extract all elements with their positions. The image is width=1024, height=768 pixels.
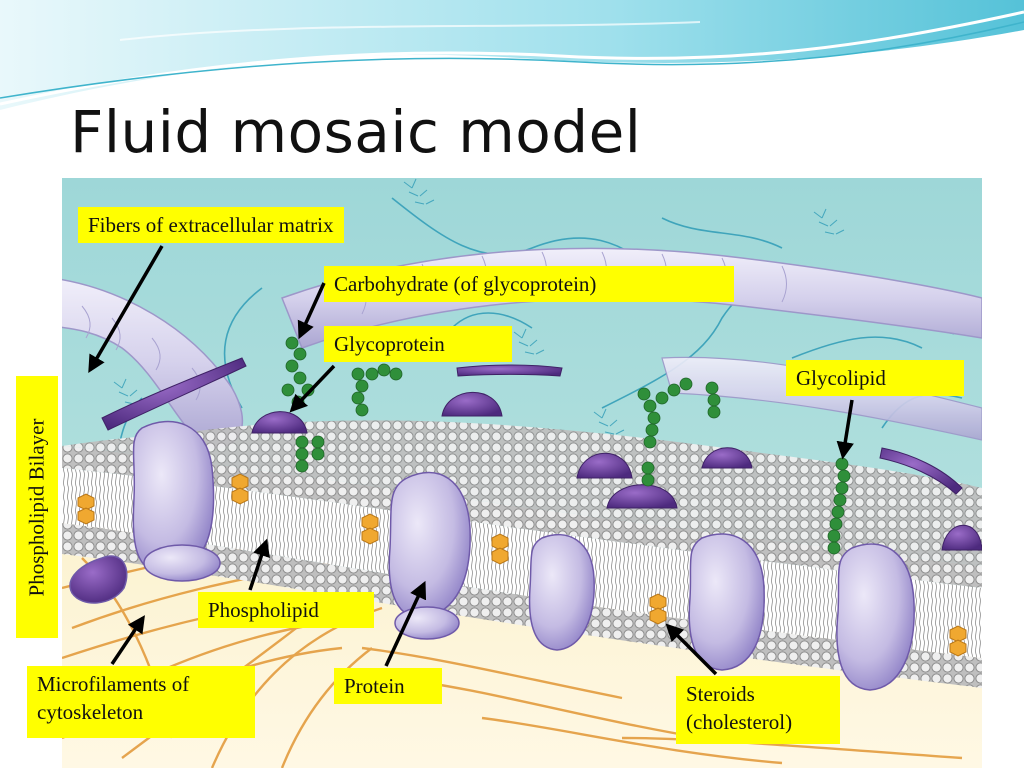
- label-phospholipid-bilayer: Phospholipid Bilayer: [16, 376, 58, 638]
- integral-proteins: [69, 420, 915, 691]
- label-phospholipid-bilayer-text: Phospholipid Bilayer: [24, 418, 49, 596]
- label-glycoprotein: Glycoprotein: [324, 326, 512, 363]
- label-glycolipid: Glycolipid: [786, 360, 964, 397]
- label-protein: Protein: [334, 668, 442, 705]
- label-fibers-ecm: Fibers of extracellular matrix: [78, 207, 344, 244]
- cholesterol-molecules: [77, 473, 967, 657]
- label-phospholipid: Phospholipid: [198, 592, 374, 629]
- label-microfilaments: Microfilaments of cytoskeleton: [27, 666, 255, 738]
- label-steroids: Steroids (cholesterol): [676, 676, 840, 744]
- label-carbohydrate: Carbohydrate (of glycoprotein): [324, 266, 734, 303]
- slide-title: Fluid mosaic model: [70, 98, 642, 166]
- header-wave-decoration: [0, 0, 1024, 110]
